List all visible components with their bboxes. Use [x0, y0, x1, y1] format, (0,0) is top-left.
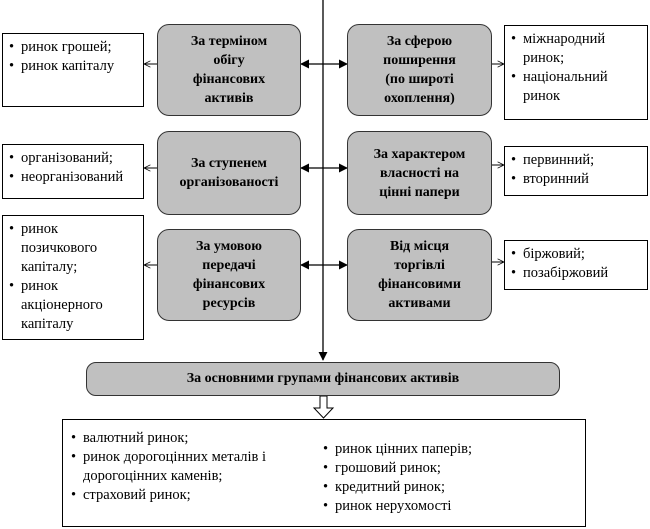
list-item: грошовий ринок; [323, 459, 573, 478]
list-item: біржовий; [511, 245, 641, 264]
list-ownership: первинний; вторинний [504, 146, 648, 196]
list-asset-groups: валютний ринок; ринок дорогоцінних метал… [62, 419, 586, 527]
list-item: страховий ринок; [71, 486, 311, 505]
list-item: позабіржовий [511, 264, 641, 283]
category-organization: За ступенем організованості [157, 131, 301, 215]
category-term: За терміном обігу фінансових активів [157, 24, 301, 116]
list-item: кредитний ринок; [323, 478, 573, 497]
list-term: ринок грошей; ринок капіталу [2, 33, 144, 107]
list-item: ринок грошей; [9, 38, 137, 57]
list-transfer: ринок позичкового капіталу; ринок акціон… [2, 215, 144, 340]
list-item: ринок дорогоцінних металів і дорогоцінни… [71, 448, 311, 486]
category-transfer: За умовою передачі фінансових ресурсів [157, 229, 301, 321]
list-item: ринок акціонерного капіталу [9, 277, 137, 334]
category-trading-place: Від місця торгівлі фінансовими активами [347, 229, 492, 321]
list-item: валютний ринок; [71, 429, 311, 448]
asset-groups-right-column: ринок цінних паперів; грошовий ринок; кр… [323, 440, 573, 516]
list-item: організований; [9, 149, 137, 168]
list-organization: організований; неорганізований [2, 144, 144, 199]
list-item: міжнародний ринок; [511, 30, 641, 68]
list-item: вторинний [511, 170, 641, 189]
list-scope: міжнародний ринок; національний ринок [504, 25, 648, 120]
category-scope: За сферою поширення (по широті охоплення… [347, 24, 492, 116]
list-item: ринок капіталу [9, 57, 137, 76]
hollow-down-arrow [312, 395, 335, 419]
category-asset-groups: За основними групами фінансових активів [86, 362, 560, 396]
list-item: національний ринок [511, 68, 641, 106]
list-item: неорганізований [9, 168, 137, 187]
asset-groups-left-column: валютний ринок; ринок дорогоцінних метал… [71, 429, 311, 505]
list-item: первинний; [511, 151, 641, 170]
list-item: ринок нерухомості [323, 497, 573, 516]
list-trading-place: біржовий; позабіржовий [504, 240, 648, 290]
category-ownership: За характером власності на цінні папери [347, 131, 492, 215]
list-item: ринок цінних паперів; [323, 440, 573, 459]
list-item: ринок позичкового капіталу; [9, 220, 137, 277]
